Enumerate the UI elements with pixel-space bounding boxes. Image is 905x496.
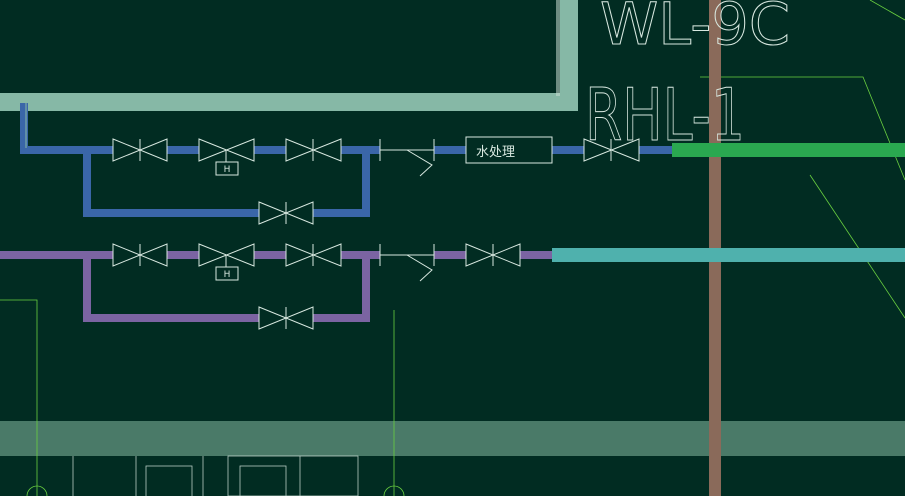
water-treatment-unit: 水处理 bbox=[465, 136, 553, 164]
valve-actuator-lower: H bbox=[215, 266, 239, 281]
duct-upper-left bbox=[0, 0, 578, 111]
valve-purple-3 bbox=[285, 243, 342, 267]
pipe-cyan-outlet bbox=[552, 248, 905, 262]
valve-mark-lower: H bbox=[224, 270, 231, 280]
pipe-blue-system bbox=[20, 103, 672, 217]
valve-mark-upper: H bbox=[224, 165, 231, 175]
valve-blue-bypass bbox=[258, 201, 314, 225]
valve-actuator-upper: H bbox=[215, 161, 239, 176]
label-top-fragment: WL-9C bbox=[600, 0, 790, 58]
valve-symbols bbox=[112, 138, 640, 330]
valve-blue-outlet bbox=[583, 138, 640, 162]
valve-blue-3 bbox=[285, 138, 342, 162]
bottom-duct-band bbox=[0, 421, 905, 456]
strainer-symbols bbox=[379, 139, 435, 282]
pipe-green-outlet bbox=[672, 143, 905, 157]
valve-blue-2 bbox=[198, 138, 255, 162]
pipe-purple-system bbox=[0, 251, 552, 322]
valve-purple-1 bbox=[112, 243, 168, 267]
water-treatment-label: 水处理 bbox=[476, 145, 515, 160]
valve-purple-outlet bbox=[465, 243, 521, 267]
valve-blue-1 bbox=[112, 138, 168, 162]
strainer-blue bbox=[379, 139, 435, 177]
valve-purple-2 bbox=[198, 243, 255, 267]
strainer-purple bbox=[379, 244, 435, 282]
valve-purple-bypass bbox=[258, 306, 314, 330]
lower-outlines bbox=[72, 455, 359, 496]
